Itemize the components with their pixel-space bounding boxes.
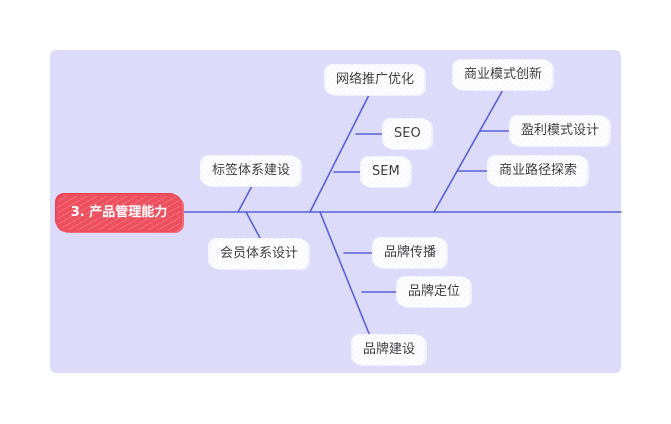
subtopic-label: SEM <box>372 164 400 179</box>
bone-huiyuan <box>245 211 261 239</box>
subtopic-sem[interactable]: SEM <box>361 156 411 188</box>
topic-label: 会员体系设计 <box>220 246 299 261</box>
subtopic-pinpai-jianshe[interactable]: 品牌建设 <box>351 334 427 366</box>
topic-label: 商业模式创新 <box>464 67 543 82</box>
bone-biaoqian <box>237 185 253 213</box>
topic-huiyuan[interactable]: 会员体系设计 <box>208 238 310 270</box>
subtopic-yingli[interactable]: 盈利模式设计 <box>509 115 611 147</box>
subtopic-label: 品牌传播 <box>384 245 437 260</box>
subtopic-label: 商业路径探索 <box>499 163 578 178</box>
topic-wangluo[interactable]: 网络推广优化 <box>324 64 426 96</box>
subtopic-shangye-lujing[interactable]: 商业路径探索 <box>487 155 589 187</box>
subtopic-label: SEO <box>394 126 421 141</box>
topic-label: 网络推广优化 <box>336 72 415 87</box>
subtopic-pinpai-chuanbo[interactable]: 品牌传播 <box>372 237 448 269</box>
topic-shangye[interactable]: 商业模式创新 <box>452 59 554 91</box>
topic-biaoqian[interactable]: 标签体系建设 <box>200 155 302 187</box>
topic-label: 标签体系建设 <box>212 163 291 178</box>
subtopic-seo[interactable]: SEO <box>383 118 432 150</box>
subtopic-label: 品牌建设 <box>363 342 416 357</box>
root-topic-label: 3. 产品管理能力 <box>70 205 168 220</box>
subtopic-label: 品牌定位 <box>408 284 461 299</box>
bone-wangluo <box>309 92 371 213</box>
subtopic-pinpai-dingwei[interactable]: 品牌定位 <box>396 276 472 308</box>
subtopic-label: 盈利模式设计 <box>521 123 600 138</box>
bone-shangye <box>433 87 505 213</box>
bone-pinpai <box>319 211 371 337</box>
root-topic[interactable]: 3. 产品管理能力 <box>58 196 180 230</box>
